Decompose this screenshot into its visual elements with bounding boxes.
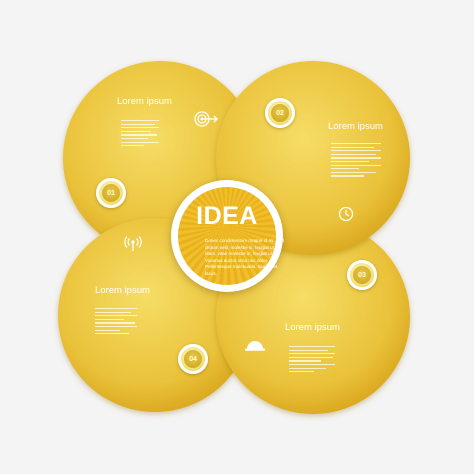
- badge-section-2: 02: [265, 98, 295, 128]
- badge-section-4: 04: [178, 344, 208, 374]
- text-lines-section-2: [331, 143, 381, 179]
- text-lines-section-3: [289, 346, 335, 375]
- badge-number-4: 04: [184, 350, 202, 368]
- clock-icon: [338, 206, 354, 222]
- text-lines-section-1: [121, 120, 159, 149]
- label-section-3: Lorem ipsum: [285, 322, 340, 333]
- label-section-2: Lorem ipsum: [328, 121, 383, 132]
- center-title: IDEA: [196, 202, 258, 230]
- center-core: IDEA Donec condimentum magna id mi. Sed …: [178, 187, 284, 285]
- badge-section-1: 01: [96, 178, 126, 208]
- label-section-1: Lorem ipsum: [117, 96, 172, 107]
- target-icon: [194, 111, 218, 127]
- label-section-4: Lorem ipsum: [95, 285, 150, 296]
- badge-number-1: 01: [102, 184, 120, 202]
- badge-number-2: 02: [271, 104, 289, 122]
- center-text: Donec condimentum magna id mi. Sed dictu…: [205, 238, 285, 276]
- badge-section-3: 03: [347, 260, 377, 290]
- text-lines-section-4: [95, 308, 137, 337]
- helmet-icon: [245, 341, 265, 351]
- badge-number-3: 03: [353, 266, 371, 284]
- antenna-icon: [124, 236, 142, 251]
- center-circle: IDEA Donec condimentum magna id mi. Sed …: [171, 180, 284, 292]
